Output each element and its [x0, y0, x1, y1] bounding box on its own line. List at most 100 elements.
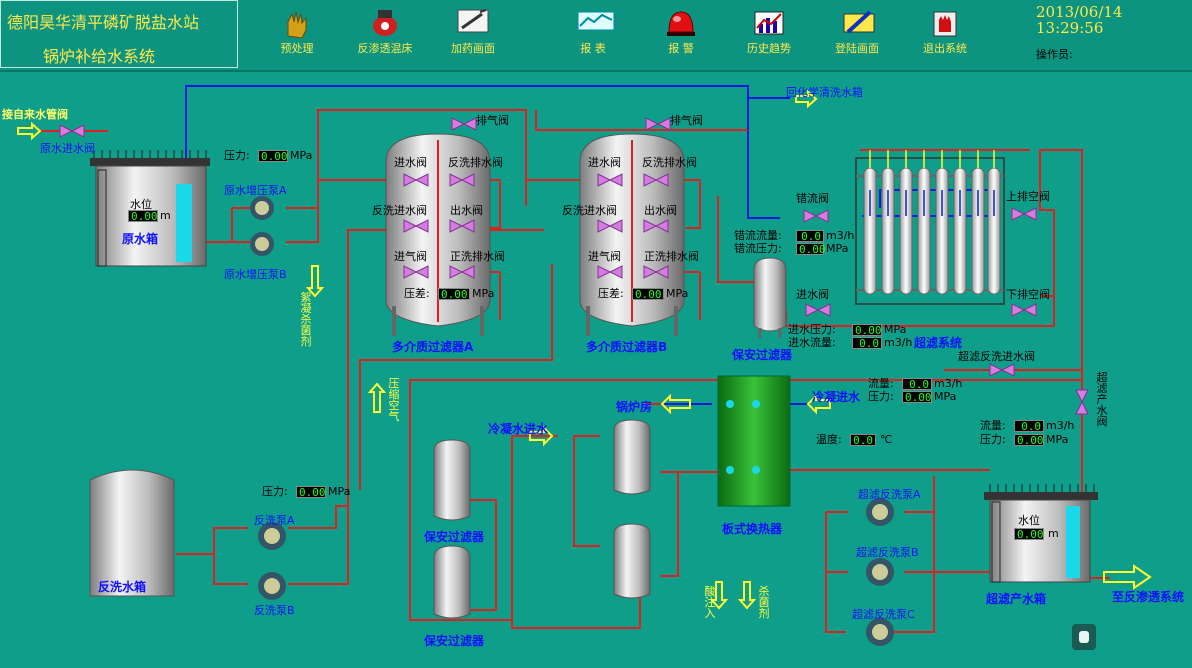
to-ro-label: 至反渗透系统 [1112, 590, 1185, 604]
return-tank-label: 回化学清洗水箱 [786, 86, 863, 99]
uf-prod-flow-value: 0.0 [1014, 420, 1044, 433]
security-filter-1 [433, 439, 471, 521]
filter-a-bwdrain-label[interactable]: 反洗排水阀 [448, 156, 503, 169]
raw-pump-b-label[interactable]: 原水增压泵B [224, 268, 287, 281]
raw-pump-a [250, 196, 274, 220]
nav-dosing-button[interactable]: 加药画面 [428, 4, 518, 64]
uf-in-flow-label: 进水流量: [788, 336, 836, 349]
nav-login-button[interactable]: 登陆画面 [812, 4, 902, 64]
uf-bw-pump-c-label[interactable]: 超滤反洗泵C [852, 608, 915, 621]
date-text: 2013/06/14 [1036, 3, 1123, 21]
acid-injection-label: 酸注入 [704, 585, 716, 620]
uf-in-pressure-label: 进水压力: [788, 323, 836, 336]
filter-b-vent-label[interactable]: 排气阀 [670, 114, 703, 127]
filter-a-air-label[interactable]: 进气阀 [394, 250, 427, 263]
raw-pump-b [250, 232, 274, 256]
temp-label: 温度: [816, 433, 842, 446]
uf-prod-pressure-unit: MPa [1046, 433, 1069, 446]
nav-history-trend-button[interactable]: 历史趋势 [724, 4, 814, 64]
temp-unit: ℃ [880, 433, 893, 446]
filter-a-bwinlet-label[interactable]: 反洗进水阀 [372, 204, 427, 217]
filter-b-dp-value: 0.00 [632, 288, 664, 301]
raw-tank-level-unit: m [160, 209, 171, 222]
filter-a-dp-value: 0.00 [438, 288, 470, 301]
print-button[interactable] [1072, 624, 1096, 650]
uf-bw-pressure-unit: MPa [934, 390, 957, 403]
filter-b-dp-label: 压差: [598, 287, 624, 300]
uf-prod-pressure-value: 0.00 [1014, 434, 1044, 447]
biocide-label: 杀菌剂 [758, 585, 770, 620]
backwash-pump-a-label[interactable]: 反洗泵A [254, 514, 295, 527]
uf-bw-pump-b-label[interactable]: 超滤反洗泵B [856, 546, 919, 559]
flocculant-label: 絮凝杀菌剂 [300, 291, 312, 348]
valves [59, 117, 1089, 415]
uf-in-flow-unit: m3/h [884, 336, 913, 349]
uf-bw-pump-a-label[interactable]: 超滤反洗泵A [858, 488, 921, 501]
nav-alarm-button[interactable]: 报 警 [636, 4, 726, 64]
backwash-pump-b-label[interactable]: 反洗泵B [254, 604, 295, 617]
hand-icon [287, 11, 307, 39]
flow-arrows [17, 89, 1152, 610]
temp-value: 0.0 [850, 434, 876, 447]
filter-a-inlet-label[interactable]: 进水阀 [394, 156, 427, 169]
reject-valve-label[interactable]: 错流阀 [796, 192, 829, 205]
uf-bw-flow-unit: m3/h [934, 377, 963, 390]
filter-b-outlet-label[interactable]: 出水阀 [644, 204, 677, 217]
raw-inlet-valve-label[interactable]: 原水进水阀 [40, 142, 95, 155]
filter-a-outlet-label[interactable]: 出水阀 [450, 204, 483, 217]
uf-in-flow-value: 0.0 [852, 337, 882, 350]
lower-vent-label[interactable]: 下排空阀 [1006, 288, 1050, 301]
nav-label: 退出系统 [923, 42, 967, 55]
uf-security-filter [753, 257, 787, 338]
uf-bw-pressure-label: 压力: [868, 390, 894, 403]
upper-vent-label[interactable]: 上排空阀 [1006, 190, 1050, 203]
inlet-label: 接自来水管阀 [2, 108, 68, 121]
filter-a-dp-label: 压差: [404, 287, 430, 300]
reject-flow-value: 0.0 [796, 230, 824, 243]
uf-prod-flow-unit: m3/h [1046, 419, 1075, 432]
filter-b-fwdrain-label[interactable]: 正洗排水阀 [644, 250, 699, 263]
nav-label: 登陆画面 [835, 42, 879, 55]
pump-icon [373, 10, 397, 36]
nav-pretreatment-button[interactable]: 预处理 [252, 4, 342, 64]
uf-backwash-pump-c [866, 618, 894, 646]
uf-bw-inlet-valve-label[interactable]: 超滤反洗进水阀 [958, 350, 1035, 363]
uf-membrane-columns [863, 167, 1001, 295]
uf-backwash-pump-a [866, 498, 894, 526]
nav-ro-mixed-bed-button[interactable]: 反渗透混床 [340, 4, 430, 64]
reject-flow-unit: m3/h [826, 229, 855, 242]
uf-bw-flow-label: 流量: [868, 377, 894, 390]
uf-backwash-pump-b [866, 558, 894, 586]
filter-b-bwinlet-label[interactable]: 反洗进水阀 [562, 204, 617, 217]
nav-label: 反渗透混床 [357, 42, 413, 55]
security-filter-2-name: 保安过滤器 [424, 634, 485, 648]
alarm-light-icon [667, 11, 695, 36]
trend-icon [754, 11, 784, 35]
uf-product-valve-label[interactable]: 超滤产水阀 [1096, 371, 1108, 428]
nav-exit-button[interactable]: 退出系统 [900, 4, 990, 64]
system-title: 锅炉补给水系统 [43, 47, 156, 66]
filter-b-inlet-label[interactable]: 进水阀 [588, 156, 621, 169]
reject-pressure-label: 错流压力: [734, 242, 782, 255]
filter-b-bwdrain-label[interactable]: 反洗排水阀 [642, 156, 697, 169]
filter-b-air-label[interactable]: 进气阀 [588, 250, 621, 263]
nav-label: 报 表 [580, 42, 606, 55]
raw-tank-level-label: 水位 [130, 198, 152, 211]
uf-inlet-valve-label[interactable]: 进水阀 [796, 288, 829, 301]
filter-b-name: 多介质过滤器B [586, 340, 668, 354]
backwash-tank-name: 反洗水箱 [98, 580, 147, 594]
raw-tank-level-value: 0.00 [128, 210, 158, 223]
reject-pressure-value: 0.00 [796, 243, 826, 256]
raw-tank-name: 原水箱 [122, 232, 159, 246]
raw-pump-a-label[interactable]: 原水增压泵A [224, 184, 287, 197]
security-filter-4 [613, 523, 651, 599]
filter-a-fwdrain-label[interactable]: 正洗排水阀 [450, 250, 505, 263]
filter-b-dp-unit: MPa [666, 287, 689, 300]
uf-system-name: 超滤系统 [914, 336, 963, 350]
filter-a-vent-label[interactable]: 排气阀 [476, 114, 509, 127]
backwash-tank [89, 469, 175, 597]
heat-exchanger-name: 板式换热器 [722, 522, 783, 536]
syringe-icon [457, 9, 489, 33]
time-text: 13:29:56 [1036, 19, 1104, 37]
nav-report-button[interactable]: 报 表 [548, 4, 638, 64]
